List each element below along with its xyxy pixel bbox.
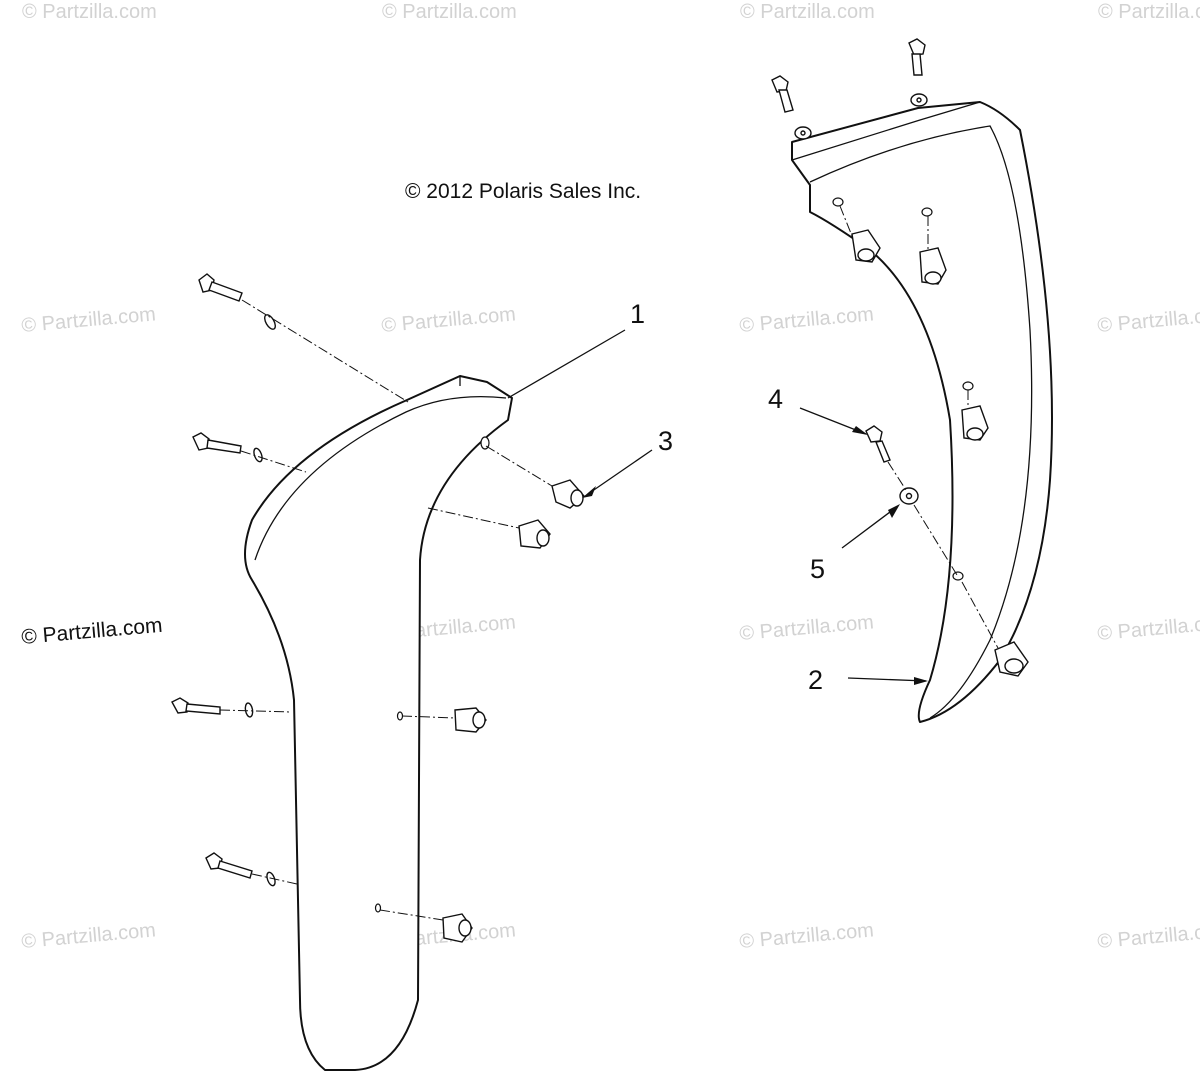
mount-hole xyxy=(962,381,974,391)
watermark: © Partzilla.com xyxy=(21,919,157,953)
right-grommet-1 xyxy=(839,205,881,263)
watermark: © Partzilla.com xyxy=(739,303,875,337)
left-bolt-3 xyxy=(171,697,292,718)
watermark: © Partzilla.com xyxy=(739,611,875,645)
mount-hole xyxy=(396,711,404,721)
watermark: © Partzilla.com xyxy=(1097,303,1200,337)
right-bolt-2 xyxy=(908,38,928,107)
watermark: © Partzilla.com xyxy=(381,303,517,337)
copyright-text: © 2012 Polaris Sales Inc. xyxy=(405,180,641,203)
watermark: © Partzilla.com xyxy=(382,1,517,23)
callout-label: 5 xyxy=(810,554,825,584)
watermark: © Partzilla.com xyxy=(1098,1,1200,23)
right-bolt-4 xyxy=(865,425,958,576)
watermark: © Partzilla.com xyxy=(739,919,875,953)
grommet-4 xyxy=(379,909,473,943)
callout-leaders xyxy=(507,329,928,685)
right-grommet-3 xyxy=(961,390,989,441)
right-grommet-4 xyxy=(961,581,1029,677)
grommet-2 xyxy=(427,507,551,549)
watermark: © Partzilla.com xyxy=(20,614,163,649)
watermark: © Partzilla.com xyxy=(740,1,875,23)
mount-hole xyxy=(374,903,382,913)
left-side-panel xyxy=(244,375,513,1071)
callout-label: 4 xyxy=(768,384,783,414)
callout-label: 1 xyxy=(630,299,645,329)
grommet-3 xyxy=(401,707,487,733)
grommet-1 xyxy=(485,445,585,509)
mount-hole xyxy=(480,436,490,450)
callout-label: 2 xyxy=(808,665,823,695)
mount-hole xyxy=(921,207,933,217)
right-bolt-1 xyxy=(771,75,812,140)
left-bolt-1 xyxy=(198,273,409,403)
left-bolt-2 xyxy=(192,432,307,473)
left-bolt-4 xyxy=(205,852,298,887)
watermark: © Partzilla.com xyxy=(1097,919,1200,953)
right-side-panel xyxy=(791,101,1053,723)
mount-hole xyxy=(952,571,964,581)
callout-label: 3 xyxy=(658,426,673,456)
watermark: © Partzilla.com xyxy=(1097,611,1200,645)
watermark: © Partzilla.com xyxy=(22,1,157,23)
watermark: © Partzilla.com xyxy=(21,303,157,337)
mount-hole xyxy=(832,197,844,207)
right-grommet-2 xyxy=(919,216,947,285)
